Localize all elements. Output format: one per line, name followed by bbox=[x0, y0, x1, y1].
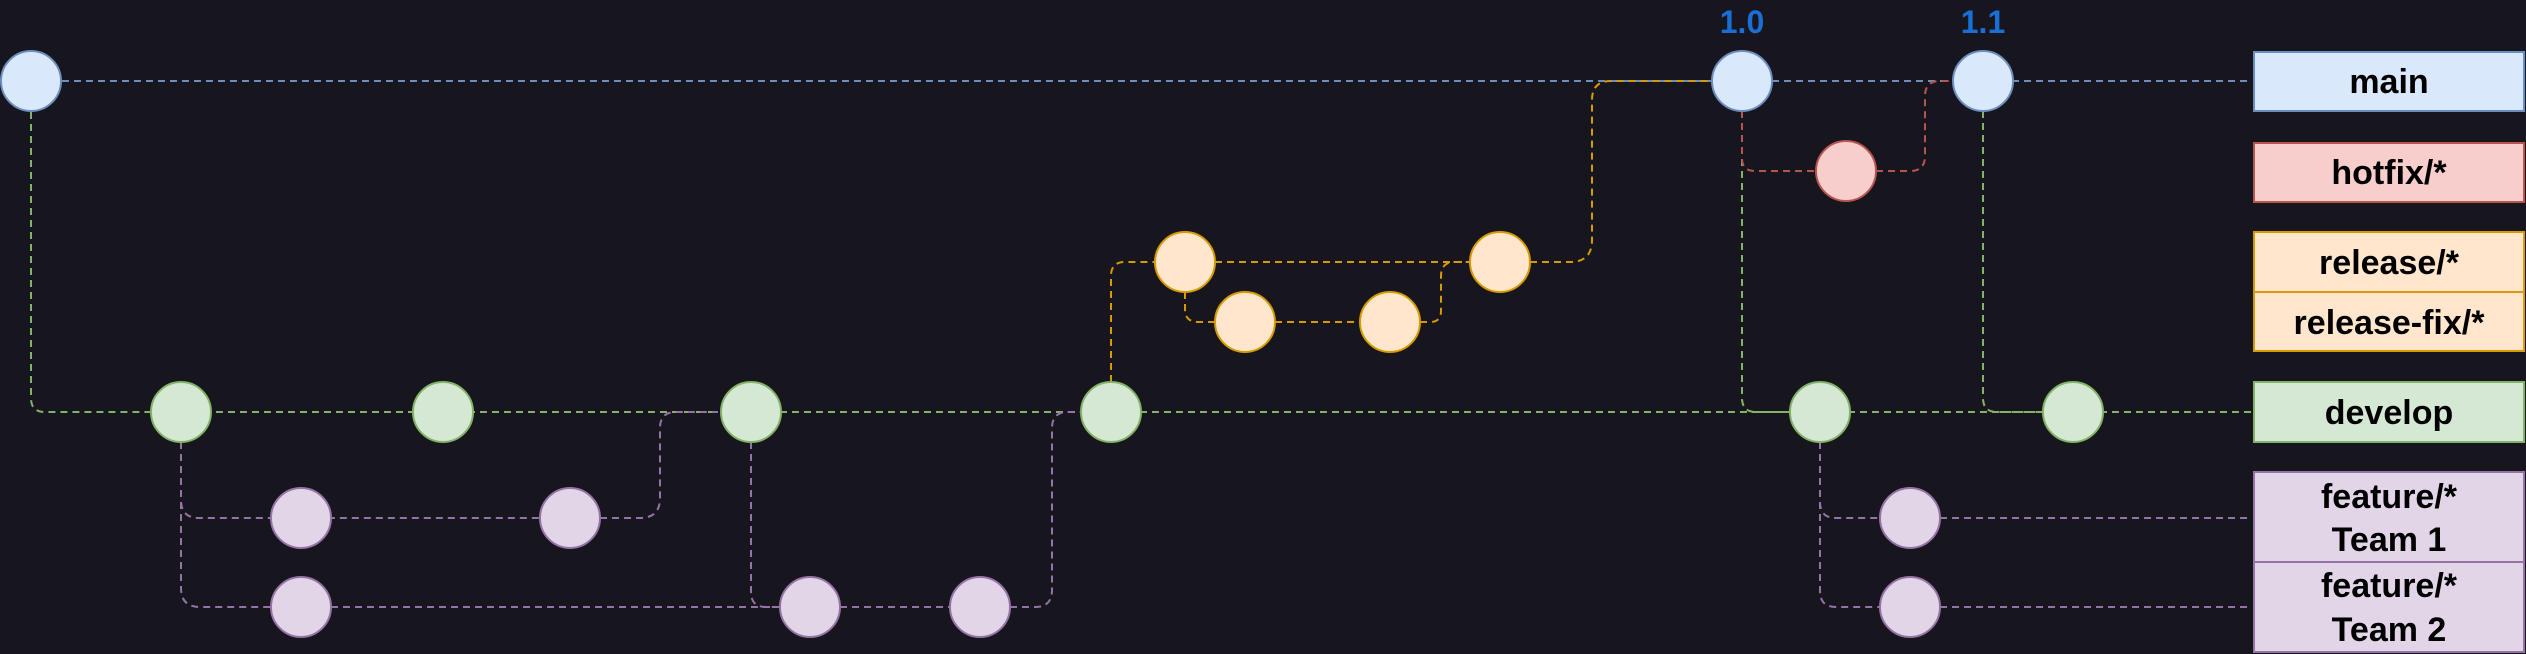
release-branch-label: release/* bbox=[2319, 244, 2460, 282]
feature-team2-line-c bbox=[1819, 442, 2252, 608]
hotfix-branch-box bbox=[2253, 142, 2525, 203]
hotfix-branch-label: hotfix/* bbox=[2331, 154, 2447, 192]
develop-branch-label: develop bbox=[2325, 394, 2453, 432]
release-fix-commit bbox=[1359, 291, 1421, 353]
feature-team2-line-b bbox=[750, 411, 1082, 608]
feature-team2-commit bbox=[270, 576, 332, 638]
hotfix-branch-line bbox=[1741, 80, 1952, 172]
feature-team1-commit bbox=[270, 487, 332, 549]
feature-team2-branch-box bbox=[2253, 561, 2525, 653]
tag-1-0-label: 1.0 bbox=[1720, 4, 1764, 40]
feature-team2-commit bbox=[1879, 576, 1941, 638]
release-fix-branch-box bbox=[2253, 291, 2525, 352]
develop-branch-box bbox=[2253, 381, 2525, 443]
hotfix-commit bbox=[1815, 140, 1877, 202]
release-branch-box bbox=[2253, 231, 2525, 293]
feature-team2-line-a bbox=[180, 442, 950, 608]
feature-team1-branch-box bbox=[2253, 471, 2525, 563]
feature-team2-commit bbox=[779, 576, 841, 638]
feature-team1-commit bbox=[1879, 487, 1941, 549]
main-commit-v1-1 bbox=[1952, 50, 2014, 112]
develop-commit bbox=[412, 381, 474, 443]
feature-team2-commit bbox=[949, 576, 1011, 638]
feature-team1-line-a bbox=[180, 411, 718, 519]
release-commit bbox=[1154, 231, 1216, 293]
feature-team1-label-line2: Team 1 bbox=[2332, 521, 2447, 559]
release-fix-branch-line bbox=[1184, 261, 1470, 323]
tag-1-1-to-develop-link bbox=[1982, 111, 2043, 413]
release-fix-branch-label: release-fix/* bbox=[2294, 304, 2486, 342]
develop-commit bbox=[2042, 381, 2104, 443]
main-branch-box bbox=[2253, 51, 2525, 112]
tag-1-0-to-develop-link bbox=[1741, 111, 1790, 413]
develop-commit bbox=[1789, 381, 1851, 443]
feature-team1-label-line1: feature/* bbox=[2321, 478, 2458, 516]
feature-team2-label-line1: feature/* bbox=[2321, 567, 2458, 605]
main-to-develop-link bbox=[30, 112, 150, 413]
release-fix-commit bbox=[1214, 291, 1276, 353]
tag-1-1-label: 1.1 bbox=[1961, 4, 2005, 40]
feature-team2-label-line2: Team 2 bbox=[2332, 611, 2447, 649]
develop-commit bbox=[150, 381, 212, 443]
release-to-main-link bbox=[1530, 80, 1712, 263]
develop-commit bbox=[720, 381, 782, 443]
release-branch-line bbox=[1110, 261, 1470, 382]
main-branch-label: main bbox=[2349, 63, 2428, 101]
feature-team1-commit bbox=[539, 487, 601, 549]
main-commit bbox=[0, 50, 62, 112]
develop-commit bbox=[1080, 381, 1142, 443]
main-commit-v1-0 bbox=[1711, 50, 1773, 112]
release-commit bbox=[1469, 231, 1531, 293]
